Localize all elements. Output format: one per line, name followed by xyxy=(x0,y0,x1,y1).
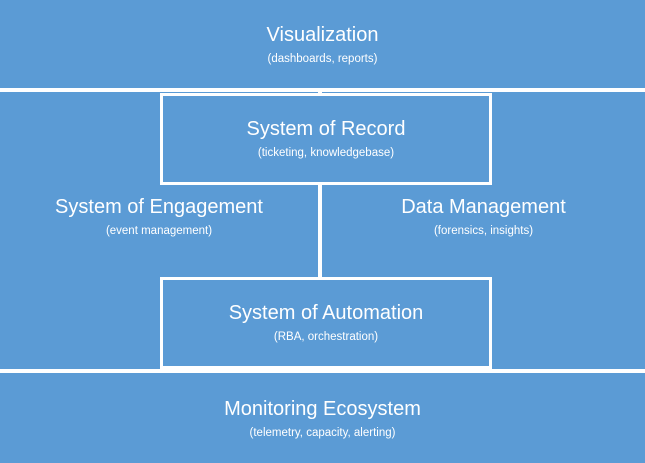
system-of-automation-subtitle: (RBA, orchestration) xyxy=(273,331,379,343)
monitoring-ecosystem-subtitle: (telemetry, capacity, alerting) xyxy=(249,427,396,439)
system-of-automation-title: System of Automation xyxy=(228,302,424,324)
visualization-block: Visualization (dashboards, reports) xyxy=(0,0,645,88)
system-of-automation-block: System of Automation (RBA, orchestration… xyxy=(163,280,489,366)
system-of-engagement-title: System of Engagement xyxy=(55,195,263,218)
monitoring-ecosystem-title: Monitoring Ecosystem xyxy=(224,398,421,420)
visualization-title: Visualization xyxy=(266,24,379,46)
data-management-title: Data Management xyxy=(401,195,566,218)
system-of-record-subtitle: (ticketing, knowledgebase) xyxy=(257,147,395,159)
system-of-engagement-subtitle: (event management) xyxy=(105,224,213,237)
system-of-record-block: System of Record (ticketing, knowledgeba… xyxy=(163,96,489,182)
monitoring-ecosystem-block: Monitoring Ecosystem (telemetry, capacit… xyxy=(0,373,645,463)
data-management-subtitle: (forensics, insights) xyxy=(433,224,534,237)
system-of-record-title: System of Record xyxy=(246,118,406,140)
visualization-subtitle: (dashboards, reports) xyxy=(267,53,378,65)
